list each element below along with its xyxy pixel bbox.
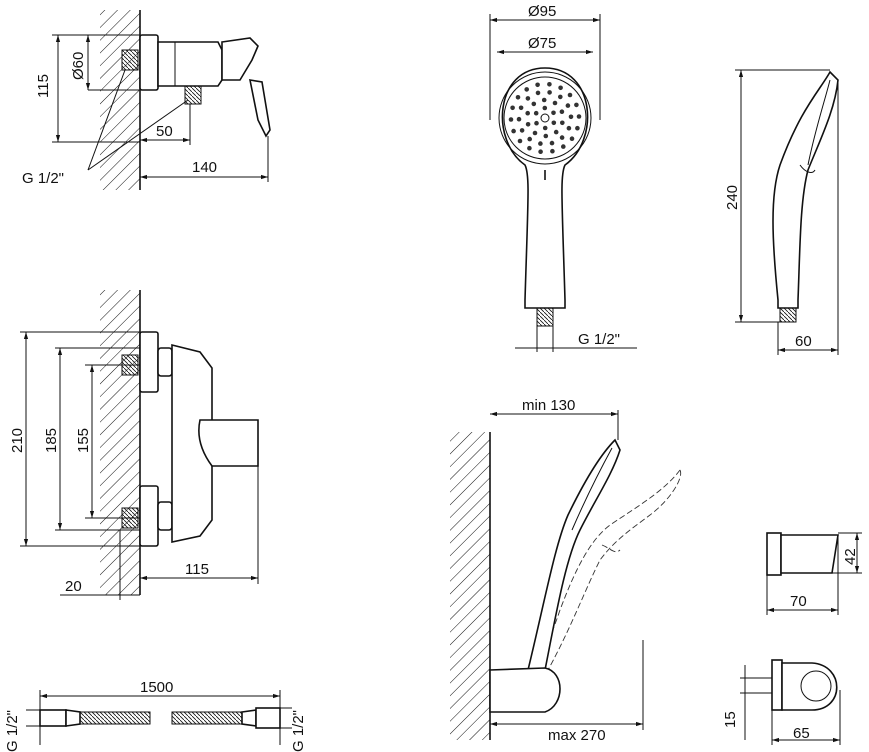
spray-nozzle — [551, 120, 557, 126]
spray-nozzle — [549, 140, 555, 146]
spray-nozzle — [527, 136, 532, 142]
dim-20: 20 — [65, 578, 82, 595]
thread-label-side: G 1/2" — [22, 170, 64, 187]
dim-diam-75: Ø75 — [528, 35, 556, 52]
spray-nozzle — [569, 136, 575, 141]
wall-hatch — [100, 10, 140, 190]
spray-nozzle — [542, 125, 548, 131]
spray-nozzle — [511, 128, 516, 134]
dim-185: 185 — [43, 428, 60, 453]
shower-head-side: 240 60 — [724, 69, 839, 355]
spray-nozzle — [541, 97, 547, 103]
spray-nozzle — [567, 92, 573, 98]
spray-nozzle — [559, 109, 565, 114]
dim-70: 70 — [790, 593, 807, 610]
spray-nozzle — [517, 138, 523, 144]
spray-nozzle — [525, 110, 530, 116]
spray-nozzle — [566, 125, 572, 131]
spray-nozzle — [575, 125, 580, 131]
spray-nozzle — [551, 110, 556, 116]
spray-nozzle — [535, 90, 541, 96]
spray-nozzle — [516, 116, 522, 122]
dim-240: 240 — [724, 185, 741, 210]
spray-nozzle — [558, 94, 563, 100]
dim-65: 65 — [793, 725, 810, 742]
dim-210: 210 — [9, 428, 26, 453]
holder-top-view: 42 70 — [766, 532, 862, 615]
spray-nozzle — [568, 114, 574, 120]
spray-nozzle — [538, 141, 543, 146]
dim-50: 50 — [156, 123, 173, 140]
dim-115-side: 115 — [35, 74, 52, 98]
spray-nozzle — [538, 149, 543, 154]
spray-nozzle — [535, 82, 540, 88]
spray-nozzle — [525, 122, 531, 127]
spray-nozzle — [533, 110, 539, 116]
spray-nozzle — [542, 105, 548, 111]
spray-nozzle — [508, 117, 514, 122]
spray-nozzle — [574, 102, 579, 108]
wall-hatch-holder — [450, 432, 490, 740]
dim-60: 60 — [795, 333, 812, 350]
spray-nozzle — [510, 105, 515, 111]
dim-diam-95: Ø95 — [528, 3, 556, 20]
dim-115-front: 115 — [185, 561, 209, 578]
hose-thread-right: G 1/2" — [290, 710, 307, 752]
holder-side-view: 15 65 — [722, 659, 841, 745]
spray-nozzle — [519, 128, 525, 133]
spray-nozzle — [543, 133, 549, 139]
dim-155: 155 — [75, 428, 92, 453]
dim-max-270: max 270 — [548, 727, 606, 744]
spray-nozzle — [534, 120, 539, 126]
spray-nozzle — [553, 129, 559, 135]
spray-nozzle — [558, 85, 563, 91]
spray-nozzle — [561, 144, 566, 149]
spray-nozzle — [550, 148, 555, 154]
spray-nozzle — [524, 87, 529, 92]
spray-nozzle — [531, 101, 537, 107]
mixer-side-view: 115 Ø60 50 140 G 1/2" — [22, 10, 271, 190]
dim-1500: 1500 — [140, 679, 173, 696]
spray-nozzle — [515, 95, 521, 100]
head-thread: G 1/2" — [578, 331, 620, 348]
spray-nozzle — [560, 120, 565, 126]
spray-nozzle — [547, 82, 552, 87]
hose-view: 1500 G 1/2" G 1/2" — [4, 679, 307, 752]
spray-nozzle — [576, 114, 582, 119]
spray-nozzle — [525, 96, 531, 101]
spray-nozzle — [527, 145, 532, 151]
holder-assembly-view: min 130 max 270 — [450, 397, 682, 744]
dim-42: 42 — [842, 548, 859, 565]
spray-nozzle — [552, 100, 558, 106]
spray-nozzle — [518, 105, 524, 111]
spray-nozzles — [508, 82, 582, 154]
spray-nozzle — [559, 135, 565, 140]
spray-nozzle — [547, 90, 552, 95]
dim-min-130: min 130 — [522, 397, 575, 414]
spray-nozzle — [565, 103, 571, 108]
dim-140: 140 — [192, 159, 217, 176]
mixer-front-view: 210 185 155 20 115 — [9, 290, 259, 600]
spray-nozzle — [532, 130, 538, 136]
dim-diam-60: Ø60 — [70, 52, 87, 80]
hose-thread-left: G 1/2" — [4, 710, 21, 752]
shower-head-front: Ø95 Ø75 G 1/2" — [489, 3, 637, 352]
center-nozzle — [540, 113, 550, 123]
dim-15: 15 — [722, 711, 739, 728]
